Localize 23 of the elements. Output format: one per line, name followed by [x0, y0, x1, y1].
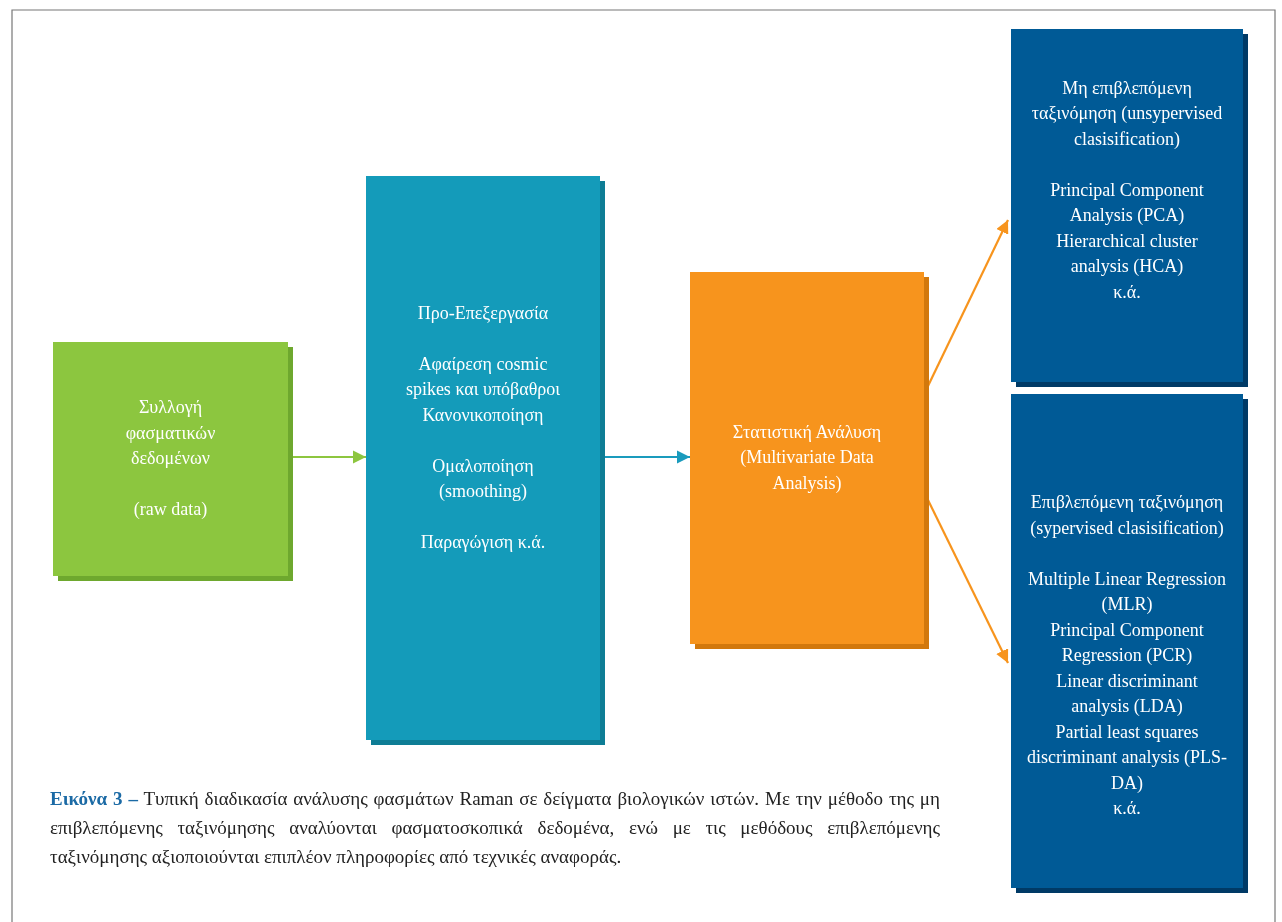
arrow: [927, 499, 1009, 664]
arrow: [604, 450, 690, 464]
box-text: Ομαλοποίηση (smoothing): [431, 454, 535, 503]
box-text: κ.ά.: [1112, 280, 1142, 304]
box-text: Στατιστική Ανάλυση (Multivariate Data Analysis): [732, 420, 882, 495]
box-text: Linear discriminant analysis (LDA): [1055, 669, 1199, 719]
arrow: [292, 450, 366, 464]
box-text: (raw data): [132, 498, 209, 522]
box-text: Hierarchical cluster analysis (HCA): [1055, 229, 1199, 279]
figure-caption: Εικόνα 3 – Τυπική διαδικασία ανάλυσης φασμάτων Raman σε δείγματα βιολογικών ιστών. Με την μέθοδο της μη επιβλεπόμενης ταξινόμησης αναλύονται φασματοσκοπικά δεδομένα, ενώ με τις μεθόδους επιβλεπόμενης ταξινόμησης αξιοποιούνται επιπλέον πληροφορίες από τεχνικές αναφοράς.: [50, 787, 940, 869]
box-text: Παραγώγιση κ.ά.: [419, 531, 547, 554]
box-text: Προ-Επεξεργασία: [416, 301, 550, 325]
box-text: Αφαίρεση cosmic spikes και υπόβαθροι: [404, 352, 562, 401]
box-text: Κανονικοποίηση: [421, 403, 545, 427]
box-text: Principal Component Analysis (PCA): [1049, 178, 1205, 228]
box-text: Partial least squares discriminant analysis (PLS-DA): [1027, 720, 1227, 795]
box-text: Επιβλεπόμενη ταξινόμηση (sypervised clasisification): [1029, 491, 1225, 540]
arrow: [927, 219, 1009, 387]
box-text: Συλλογή φασματικών δεδομένων: [124, 396, 217, 471]
box-text: κ.ά.: [1112, 797, 1142, 821]
box-text: Μη επιβλεπόμενη ταξινόμηση (unsypervised clasisification): [1030, 76, 1224, 151]
box-text: Multiple Linear Regression (MLR): [1027, 567, 1227, 617]
box-text: Principal Component Regression (PCR): [1049, 618, 1205, 668]
